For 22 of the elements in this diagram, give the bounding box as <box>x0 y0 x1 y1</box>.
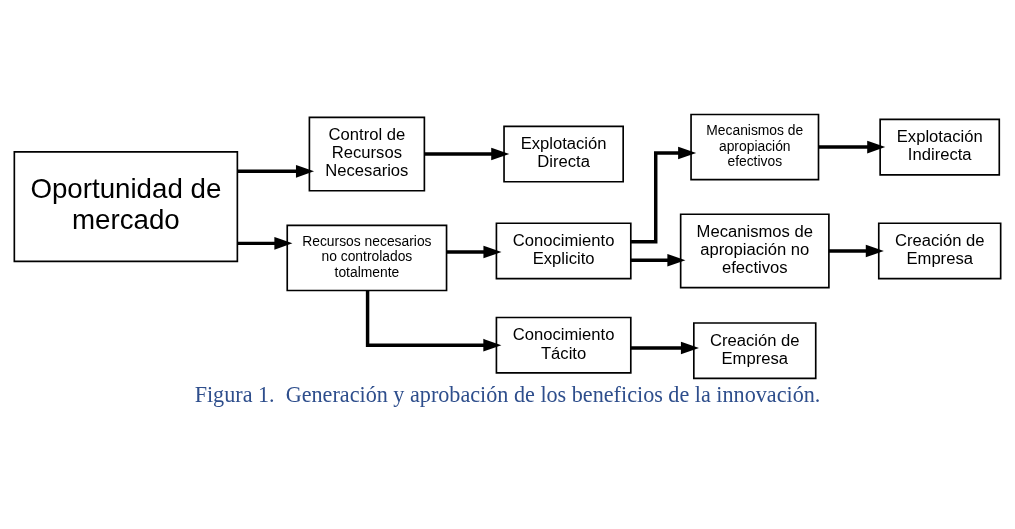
node-box: Mecanismos de apropiación efectivos <box>690 113 820 181</box>
caption: Figura 1. Generación y aprobación de los beneficios de la innovación. <box>194 381 821 407</box>
node-box: Conocimiento Explicito <box>495 222 632 280</box>
arrow <box>365 290 502 352</box>
node-box: Recursos necesarios no controlados totalmente <box>286 224 448 292</box>
node-box: Explotación Directa <box>503 125 624 183</box>
node-box: Creación de Empresa <box>693 322 817 380</box>
node-box: Explotación Indirecta <box>879 118 1001 176</box>
node-box: Conocimiento Tácito <box>495 316 632 374</box>
arrow <box>446 245 502 259</box>
arrow <box>631 341 699 355</box>
node-box: Mecanismos de apropiación no efectivos <box>679 213 830 289</box>
node-box: Creación de Empresa <box>877 222 1002 280</box>
arrow <box>631 253 686 267</box>
arrow <box>828 244 884 258</box>
arrow <box>818 140 886 154</box>
node-box: Control de Recursos Necesarios <box>308 116 426 192</box>
node-box: Oportunidad de mercado <box>13 151 239 263</box>
arrow <box>424 147 510 161</box>
arrow <box>237 237 293 250</box>
arrow <box>631 146 697 244</box>
arrow <box>237 165 314 178</box>
